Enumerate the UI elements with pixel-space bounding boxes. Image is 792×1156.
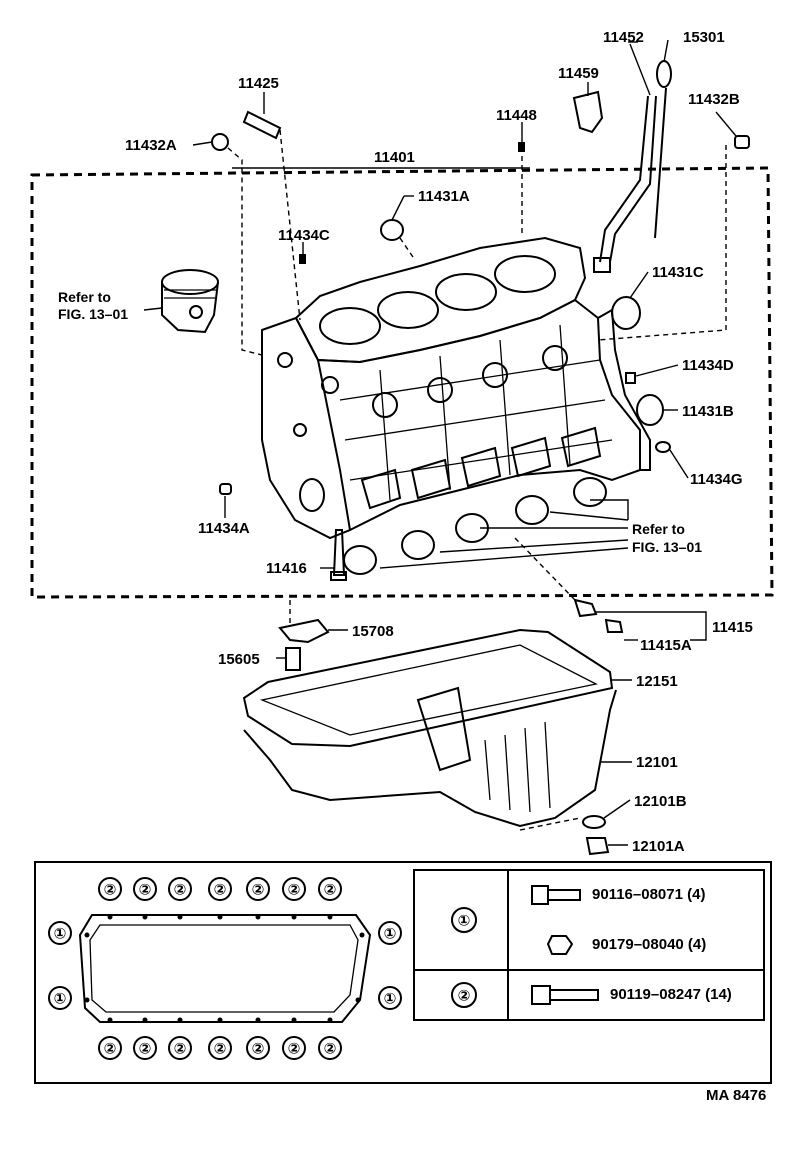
table-row-3-part: 90119–08247 (14) bbox=[610, 986, 732, 1003]
oil-pan-12101 bbox=[243, 689, 617, 828]
table-group-1-symbol: ① bbox=[458, 913, 471, 930]
drain-plug-12101A bbox=[585, 837, 610, 856]
bearing-caps bbox=[343, 426, 607, 575]
bolt-holes bbox=[84, 914, 365, 1023]
svg-text:①: ① bbox=[384, 991, 397, 1008]
svg-text:②: ② bbox=[324, 1041, 337, 1058]
label-15605: 15605 bbox=[218, 651, 260, 668]
label-15708: 15708 bbox=[352, 623, 394, 640]
label-12101B: 12101B bbox=[634, 793, 687, 810]
piston-drawing bbox=[161, 269, 219, 334]
seal-plug-11431C bbox=[611, 296, 641, 330]
label-11416: 11416 bbox=[266, 560, 307, 577]
drain-cock-part-11415A bbox=[604, 618, 624, 633]
label-11434G: 11434G bbox=[690, 471, 743, 488]
label-11452: 11452 bbox=[603, 29, 644, 46]
bracket-11459 bbox=[572, 90, 604, 134]
label-11434A: 11434A bbox=[198, 520, 250, 537]
plug-15605 bbox=[285, 647, 301, 671]
flange-bolt-icon bbox=[531, 885, 581, 905]
svg-text:②: ② bbox=[139, 1041, 152, 1058]
label-refer-to-1: Refer to bbox=[58, 289, 111, 305]
label-11434C: 11434C bbox=[278, 227, 330, 244]
pin-11434A bbox=[219, 483, 232, 495]
bolt-table: ① ② 90116–08071 (4) 90179–08040 (4) 9011… bbox=[413, 869, 765, 1021]
seal-plug-11431A bbox=[380, 219, 404, 241]
svg-text:②: ② bbox=[288, 882, 301, 899]
nut-icon bbox=[546, 935, 574, 955]
label-11431B: 11431B bbox=[682, 403, 734, 420]
svg-text:②: ② bbox=[252, 882, 265, 899]
pin-11434D bbox=[625, 372, 636, 384]
svg-text:②: ② bbox=[252, 1041, 265, 1058]
svg-text:②: ② bbox=[104, 882, 117, 899]
label-11432B: 11432B bbox=[688, 91, 740, 108]
plug-11432A bbox=[211, 133, 229, 151]
svg-text:②: ② bbox=[324, 882, 337, 899]
label-12101: 12101 bbox=[636, 754, 678, 771]
label-fig-ref-1: FIG. 13–01 bbox=[58, 306, 128, 322]
pan-gasket-outline bbox=[78, 914, 372, 1023]
label-12101A: 12101A bbox=[632, 838, 685, 855]
table-group-2-symbol: ② bbox=[458, 988, 471, 1005]
drawing-code: MA 8476 bbox=[706, 1087, 766, 1104]
long-bolt-icon bbox=[531, 985, 599, 1005]
table-row-2-part: 90179–08040 (4) bbox=[592, 936, 706, 953]
svg-text:①: ① bbox=[54, 926, 67, 943]
svg-text:②: ② bbox=[174, 1041, 187, 1058]
table-row-1-part: 90116–08071 (4) bbox=[592, 886, 705, 903]
label-11401: 11401 bbox=[374, 149, 415, 166]
label-11459: 11459 bbox=[558, 65, 599, 82]
label-11448: 11448 bbox=[496, 107, 537, 124]
label-11425: 11425 bbox=[238, 75, 279, 92]
drain-cock-11415 bbox=[573, 598, 598, 618]
dipstick-15301 bbox=[656, 60, 672, 88]
leader-lines bbox=[143, 39, 737, 846]
drain-gasket-12101B bbox=[582, 815, 606, 829]
svg-text:②: ② bbox=[214, 1041, 227, 1058]
svg-text:②: ② bbox=[104, 1041, 117, 1058]
svg-text:①: ① bbox=[54, 991, 67, 1008]
svg-text:②: ② bbox=[214, 882, 227, 899]
pattern-markers: ② ② ② ② ② ② ② ② ② ② ② ② ② ② ① ① ① ① bbox=[48, 877, 402, 1060]
dipstick-guide-11452 bbox=[599, 95, 657, 263]
pin-11434C bbox=[299, 254, 306, 264]
label-refer-to-2: Refer to bbox=[632, 521, 685, 537]
svg-text:②: ② bbox=[288, 1041, 301, 1058]
label-15301: 15301 bbox=[683, 29, 725, 46]
label-fig-ref-2: FIG. 13–01 bbox=[632, 539, 702, 555]
pin-11448 bbox=[518, 142, 525, 152]
bolt-pattern-box bbox=[34, 861, 772, 1084]
bracket-15708 bbox=[278, 618, 330, 644]
svg-text:②: ② bbox=[174, 882, 187, 899]
label-11431A: 11431A bbox=[418, 188, 470, 205]
cylinder-block-drawing bbox=[261, 236, 651, 540]
bolt-11416 bbox=[332, 529, 346, 576]
label-12151: 12151 bbox=[636, 673, 678, 690]
label-11415: 11415 bbox=[712, 619, 753, 636]
svg-text:②: ② bbox=[139, 882, 152, 899]
block-assembly-boundary bbox=[30, 166, 774, 599]
label-11415A: 11415A bbox=[640, 637, 692, 654]
svg-text:①: ① bbox=[384, 926, 397, 943]
seal-plug-11431B bbox=[636, 394, 664, 426]
pin-11434G bbox=[655, 441, 671, 453]
stud-11425 bbox=[242, 110, 282, 140]
plug-11432B bbox=[734, 135, 750, 149]
label-11434D: 11434D bbox=[682, 357, 734, 374]
label-11431C: 11431C bbox=[652, 264, 704, 281]
label-11432A: 11432A bbox=[125, 137, 177, 154]
